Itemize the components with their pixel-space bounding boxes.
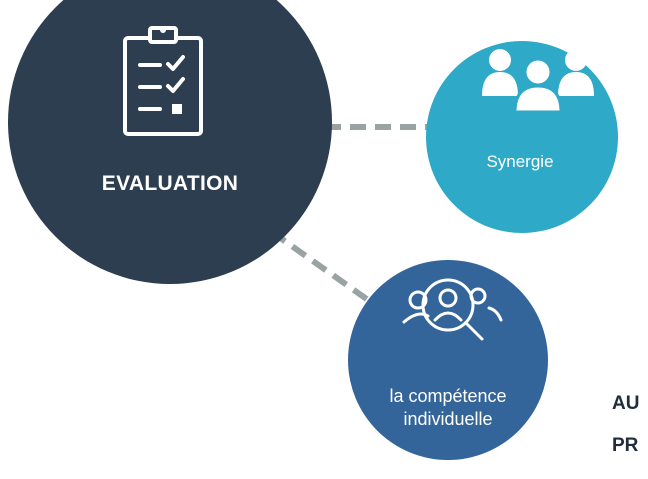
competence-label: la compétence individuelle	[348, 385, 548, 431]
side-text-line2: PR	[612, 435, 639, 456]
connector-evaluation-competence	[270, 229, 370, 303]
evaluation-node	[8, 0, 332, 284]
evaluation-label: EVALUATION	[101, 172, 239, 195]
team-group-icon	[482, 49, 594, 114]
person-search-icon	[402, 278, 503, 341]
synergie-label: Synergie	[486, 152, 554, 171]
clipboard-checklist-icon	[123, 26, 203, 136]
competence-label-line1: la compétence	[389, 386, 507, 406]
competence-node	[348, 260, 548, 460]
synergie-node	[426, 41, 618, 233]
side-text-line1: AU	[612, 393, 640, 414]
competence-label-line2: individuelle	[403, 409, 493, 429]
